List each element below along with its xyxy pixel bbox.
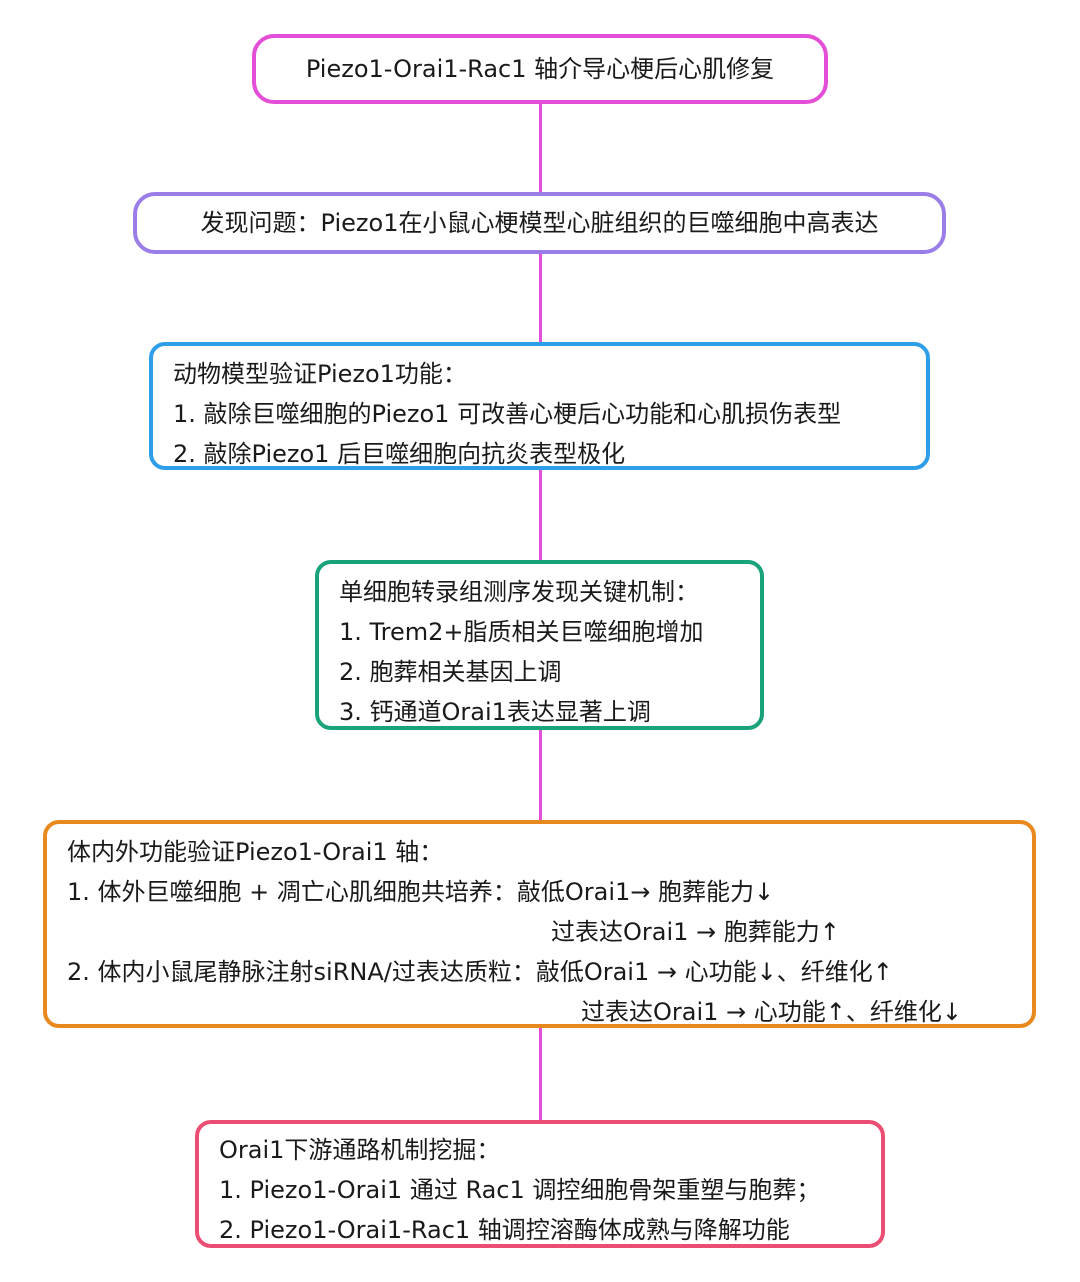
vivo-heading: 体内外功能验证Piezo1-Orai1 轴： — [67, 838, 444, 866]
single-cell-heading: 单细胞转录组测序发现关键机制： — [339, 578, 699, 606]
vivo-line-4: 过表达Orai1 → 心功能↑、纤维化↓ — [581, 998, 962, 1026]
animal-item-1: 1. 敲除巨噬细胞的Piezo1 可改善心梗后心功能和心肌损伤表型 — [173, 400, 842, 428]
connector-singlecell-vivo — [539, 730, 542, 820]
connector-problem-animal — [539, 254, 542, 342]
single-cell-item-3: 3. 钙通道Orai1表达显著上调 — [339, 698, 651, 726]
animal-heading: 动物模型验证Piezo1功能： — [173, 360, 467, 388]
problem-box: 发现问题：Piezo1在小鼠心梗模型心脏组织的巨噬细胞中高表达 — [133, 192, 946, 254]
connector-animal-singlecell — [539, 470, 542, 560]
single-cell-item-1: 1. Trem2+脂质相关巨噬细胞增加 — [339, 618, 704, 646]
vivo-line-3: 2. 体内小鼠尾静脉注射siRNA/过表达质粒：敲低Orai1 → 心功能↓、纤… — [67, 958, 893, 986]
single-cell-box: 单细胞转录组测序发现关键机制： 1. Trem2+脂质相关巨噬细胞增加 2. 胞… — [315, 560, 764, 730]
downstream-heading: Orai1下游通路机制挖掘： — [219, 1136, 501, 1164]
connector-vivo-downstream — [539, 1028, 542, 1120]
single-cell-item-2: 2. 胞葬相关基因上调 — [339, 658, 562, 686]
downstream-box: Orai1下游通路机制挖掘： 1. Piezo1-Orai1 通过 Rac1 调… — [195, 1120, 885, 1248]
downstream-item-1: 1. Piezo1-Orai1 通过 Rac1 调控细胞骨架重塑与胞葬； — [219, 1176, 821, 1204]
downstream-item-2: 2. Piezo1-Orai1-Rac1 轴调控溶酶体成熟与降解功能 — [219, 1216, 790, 1244]
animal-item-2: 2. 敲除Piezo1 后巨噬细胞向抗炎表型极化 — [173, 440, 626, 468]
connector-title-problem — [539, 104, 542, 192]
animal-model-box: 动物模型验证Piezo1功能： 1. 敲除巨噬细胞的Piezo1 可改善心梗后心… — [149, 342, 930, 470]
vivo-line-1: 1. 体外巨噬细胞 + 凋亡心肌细胞共培养：敲低Orai1→ 胞葬能力↓ — [67, 878, 775, 906]
diagram-title: Piezo1-Orai1-Rac1 轴介导心梗后心肌修复 — [305, 55, 775, 83]
problem-text: 发现问题：Piezo1在小鼠心梗模型心脏组织的巨噬细胞中高表达 — [200, 209, 879, 237]
title-box: Piezo1-Orai1-Rac1 轴介导心梗后心肌修复 — [252, 34, 828, 104]
vivo-line-2: 过表达Orai1 → 胞葬能力↑ — [551, 918, 840, 946]
vivo-validation-box: 体内外功能验证Piezo1-Orai1 轴： 1. 体外巨噬细胞 + 凋亡心肌细… — [43, 820, 1036, 1028]
